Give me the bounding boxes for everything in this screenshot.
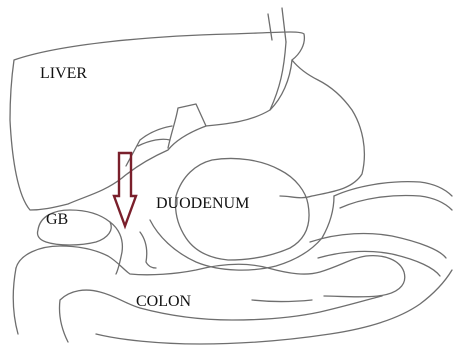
- liver-label: LIVER: [40, 65, 87, 82]
- arrow-down-icon: [114, 153, 136, 226]
- bile-duct-outline: [110, 222, 156, 274]
- liver-inner-lines: [126, 104, 206, 166]
- colon-label: COLON: [136, 293, 192, 310]
- gallbladder-label: GB: [46, 211, 68, 228]
- liver-outline: [10, 32, 304, 210]
- stomach-outline: [280, 60, 364, 198]
- duodenum-label: DUODENUM: [156, 195, 249, 212]
- colon-mid-line: [252, 300, 312, 302]
- colon-lower-outline: [13, 268, 452, 344]
- colon-outline: [16, 246, 405, 297]
- top-duct-outline: [268, 8, 286, 42]
- colon-right-outline: [310, 182, 452, 276]
